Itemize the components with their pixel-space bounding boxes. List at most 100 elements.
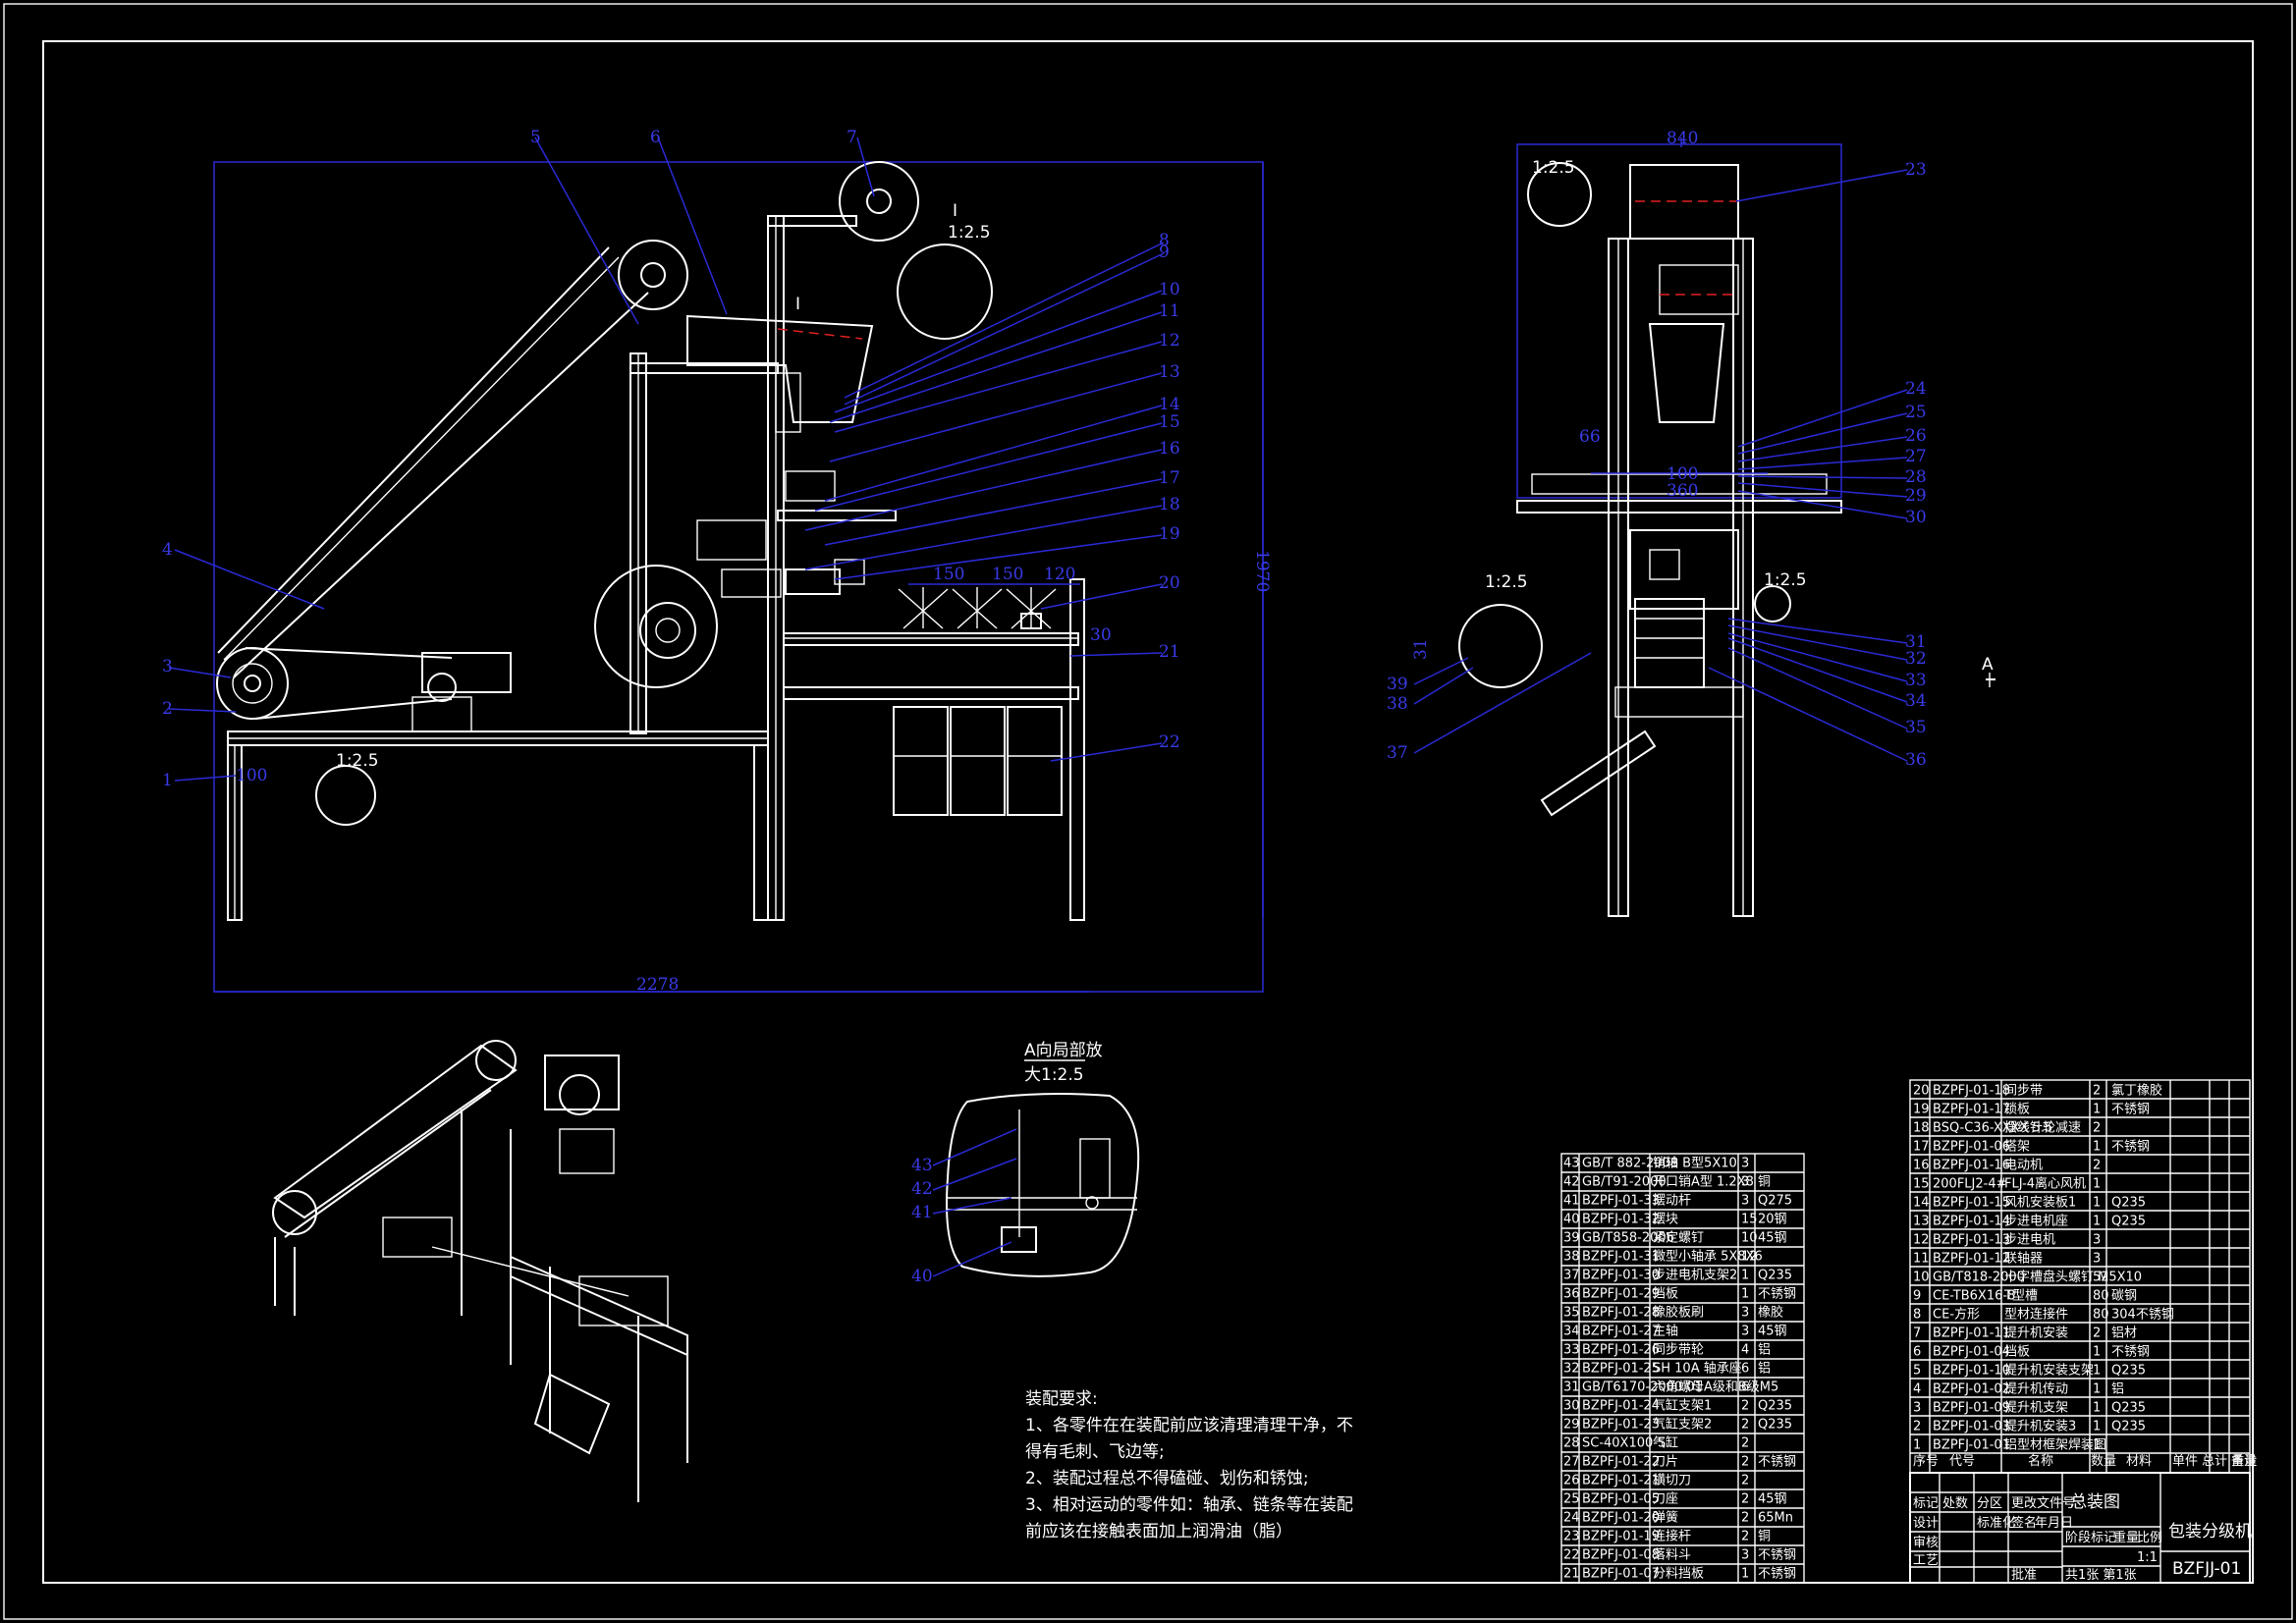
title-block-stage: 阶段标记 [2065,1531,2116,1545]
bom-right-name: 步进电机座 [2004,1214,2068,1228]
detail-view-a [932,1059,1140,1277]
bom-left-material: Q275 [1758,1194,1792,1209]
bom-left-name: SH 10A 轴承座 [1653,1362,1742,1377]
part-label-front: 7 [847,128,857,147]
bom-left-material: 不锈钢 [1758,1287,1796,1302]
part-label-front: 8 [1159,231,1170,250]
bom-left-no: 39 [1563,1231,1580,1246]
side-detail-top [1527,162,1592,227]
bom-right-code: BZPFJ-01-03 [1933,1419,2010,1434]
bom-left-qty: 10 [1741,1231,1758,1246]
title-block-zone: 分区 [1977,1496,2002,1511]
bom-right-code: BZPFJ-01-12 [1933,1251,2010,1266]
dim-height: 1970 [1252,550,1272,592]
bom-left-name: 落料斗 [1653,1548,1691,1563]
side-right-scale: 1:2.5 [1764,570,1807,590]
bom-left-no: 29 [1563,1418,1580,1433]
notes-line: 3、相对运动的零件如：轴承、链条等在装配 [1025,1495,1353,1515]
part-label-front: 9 [1159,243,1170,262]
bom-left-name: 刀片 [1653,1455,1678,1470]
bom-right-no: 2 [1913,1419,1921,1434]
bom-left-no: 26 [1563,1474,1580,1488]
part-label-side: 37 [1387,743,1408,763]
part-label-side: 29 [1905,486,1927,506]
bom-left-name: 刀座 [1653,1492,1678,1507]
part-label-front: 12 [1159,331,1180,351]
bom-left-name: 微型小轴承 5X8X6 [1653,1250,1763,1265]
bom-right-no: 14 [1913,1195,1930,1210]
bom-right-name: 十字槽盘头螺钉 M5X10 [2004,1269,2142,1284]
bom-right-name: 提升机支架 [2004,1399,2068,1415]
bom-left-name: 销轴 B型5X10 [1653,1157,1737,1171]
bom-left-name: 摆块 [1653,1213,1678,1227]
part-label-detail: 42 [911,1179,933,1199]
bom-left-no: 43 [1563,1157,1580,1171]
bom-left-qty: 1 [1741,1287,1749,1302]
bom-left-qty: 6 [1741,1362,1749,1377]
detail-circle-I [897,243,993,340]
bom-right-qty: 1 [2093,1437,2101,1452]
bom-right-code: BZPFJ-01-13 [1933,1232,2010,1247]
bom-right-name: 挡板 [2004,1344,2030,1359]
bom-right-code: BZPFJ-01-01 [1933,1437,2010,1452]
part-label-front: 10 [1159,280,1180,299]
bom-left-code: BZPFJ-01-20 [1582,1511,1660,1526]
part-label-side: 25 [1905,403,1927,422]
bom-right-no: 15 [1913,1176,1930,1191]
bom-left-qty: 15 [1741,1213,1758,1227]
dim-overall-length: 2278 [636,975,679,995]
dim-30: 30 [1090,625,1112,645]
bom-left-material: 铜 [1758,1175,1771,1190]
title-block-check: 审核 [1913,1536,1939,1550]
bom-left-name: 摆动杆 [1653,1194,1691,1209]
bom-right-name: 电动机 [2004,1158,2043,1172]
bom-right-no: 18 [1913,1120,1930,1135]
bom-right-code: 200FLJ2-4# [1933,1176,2007,1191]
bom-left-no: 23 [1563,1530,1580,1544]
bom-left-material: 45钢 [1758,1231,1787,1246]
bom-right-name: 锁板 [2004,1101,2030,1116]
collection-bins [893,706,1063,816]
bom-right-name: T型槽 [2003,1288,2038,1303]
detail-I-scale: 1:2.5 [948,223,991,243]
bom-left-name: 六角螺母A级和B级M5 [1653,1380,1778,1395]
part-label-side: 39 [1387,675,1408,694]
bom-left-name: 主轴 [1653,1325,1678,1339]
bom-left-no: 25 [1563,1492,1580,1507]
bom-left-name: 弹簧 [1653,1510,1678,1526]
bom-left-material: 不锈钢 [1758,1567,1796,1582]
dim-150a: 150 [933,565,964,584]
dim-100: 100 [236,766,267,785]
title-block-process: 工艺 [1913,1553,1939,1568]
part-label-side: 27 [1905,447,1927,466]
part-label-side: 30 [1905,508,1927,527]
bom-left-code: BZPFJ-01-27 [1582,1325,1660,1339]
bom-header-remark: 备注 [2231,1453,2257,1469]
bom-left-code: GB/T 882-2008 [1582,1157,1678,1171]
title-block-mark: 标记 [1913,1496,1939,1511]
bom-left-no: 37 [1563,1269,1580,1283]
bom-left-qty: 12 [1741,1250,1758,1265]
bom-left-no: 21 [1563,1567,1580,1582]
title-block-product: 包装分级机 [2168,1522,2252,1542]
bom-left-name: 橡胶板刷 [1653,1305,1704,1321]
bom-left-name: 紧定螺钉 [1653,1231,1704,1246]
detail-a-scale: 大1:2.5 [1024,1065,1084,1085]
bom-right-no: 10 [1913,1270,1930,1284]
bom-left-material: 铝 [1758,1362,1771,1377]
part-label-side: 34 [1905,691,1927,711]
film-roller [839,161,919,242]
assembly-notes: 装配要求: 1、各零件在在装配前应该清理清理干净，不 得有毛刺、飞边等; 2、装… [1025,1386,1359,1545]
detail-I-mark: I [795,295,800,314]
bom-right-code: BZPFJ-01-16 [1933,1158,2010,1172]
side-view [1413,137,1995,917]
bom-right-qty: 2 [2093,1325,2101,1340]
bom-left-material: Q235 [1758,1269,1792,1283]
bom-header-code: 代号 [1949,1454,1975,1469]
bom-left-name: 步进电机支架2 [1653,1269,1737,1283]
bom-right-no: 17 [1913,1139,1930,1154]
fan-wheel [594,565,718,688]
part-label-front: 20 [1159,573,1180,593]
part-label-front: 13 [1159,362,1180,382]
